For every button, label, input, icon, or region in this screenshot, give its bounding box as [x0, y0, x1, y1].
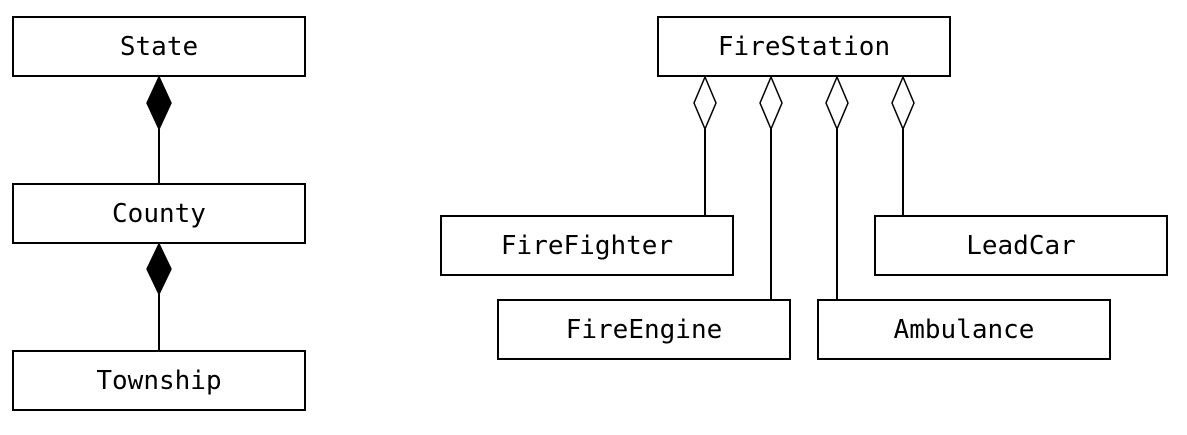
composition-diamond-state-county [146, 75, 172, 131]
class-box-state[interactable]: State [12, 16, 306, 77]
class-label-firestation: FireStation [718, 32, 890, 62]
aggregation-diagram: FireStation FireFighter LeadCar FireEngi… [440, 16, 1168, 360]
class-label-leadcar: LeadCar [966, 231, 1076, 261]
class-label-state: State [120, 32, 198, 62]
class-box-township[interactable]: Township [12, 350, 306, 411]
class-box-firestation[interactable]: FireStation [657, 16, 951, 77]
composition-diagram: State County Township [12, 16, 306, 411]
class-box-fireengine[interactable]: FireEngine [497, 299, 791, 360]
class-box-leadcar[interactable]: LeadCar [874, 215, 1168, 276]
aggregation-diamond-ambulance [825, 75, 849, 131]
class-label-fireengine: FireEngine [566, 315, 723, 345]
composition-diamond-county-township [146, 242, 172, 296]
class-box-county[interactable]: County [12, 183, 306, 244]
class-box-firefighter[interactable]: FireFighter [440, 215, 734, 276]
aggregation-diamond-fireengine [759, 75, 783, 131]
class-label-ambulance: Ambulance [894, 315, 1035, 345]
class-label-township: Township [96, 366, 221, 396]
class-label-firefighter: FireFighter [501, 231, 673, 261]
aggregation-diamond-firefighter [693, 75, 717, 131]
aggregation-diamond-leadcar [891, 75, 915, 131]
class-label-county: County [112, 199, 206, 229]
class-box-ambulance[interactable]: Ambulance [817, 299, 1111, 360]
